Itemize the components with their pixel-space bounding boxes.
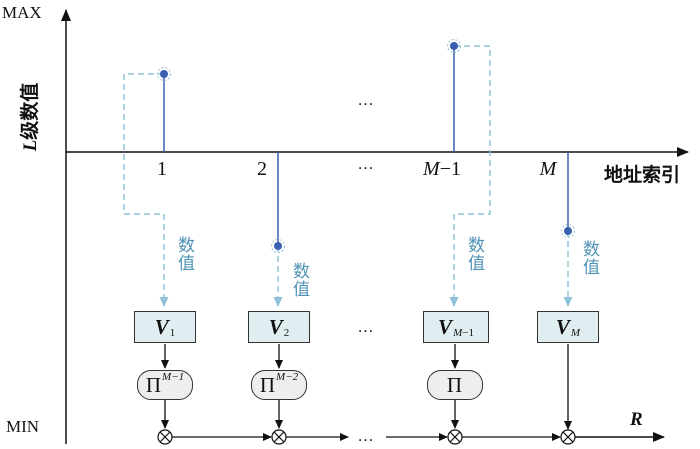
tick-label-1: 1 [157,158,167,180]
tick-label-ellipsis: … [357,156,375,173]
dot-1 [157,67,171,81]
dashed-path-m-1 [449,45,491,307]
y-axis-title: L级数值 [19,82,41,152]
dot-2 [271,239,285,253]
tick-label-2: 2 [257,158,267,180]
ellipsis-vbox: … [357,319,375,336]
x-axis-title: 地址索引 [604,164,681,186]
output-label-r: R [630,409,643,430]
value-label-m: 数值 [579,240,599,276]
value-label-m-1: 数值 [464,236,484,272]
ellipsis-top: … [357,92,375,109]
ellipsis-chain: … [357,428,375,445]
multiplier-m-1 [447,429,463,445]
multiplier-1 [157,429,173,445]
multiplier-m [560,429,576,445]
pi-box-m-1: Π [427,370,483,400]
multiplier-2 [271,429,287,445]
tick-label-m: M [539,158,557,180]
dashed-path-1 [123,73,169,307]
dot-m-1 [447,39,461,53]
dot-m [561,224,575,238]
value-label-1: 数值 [174,236,194,272]
y-axis-min-label: MIN [6,417,40,436]
value-label-2: 数值 [289,262,309,298]
y-axis-max-label: MAX [2,3,42,22]
tick-label-m-1: M−1 [423,158,461,180]
